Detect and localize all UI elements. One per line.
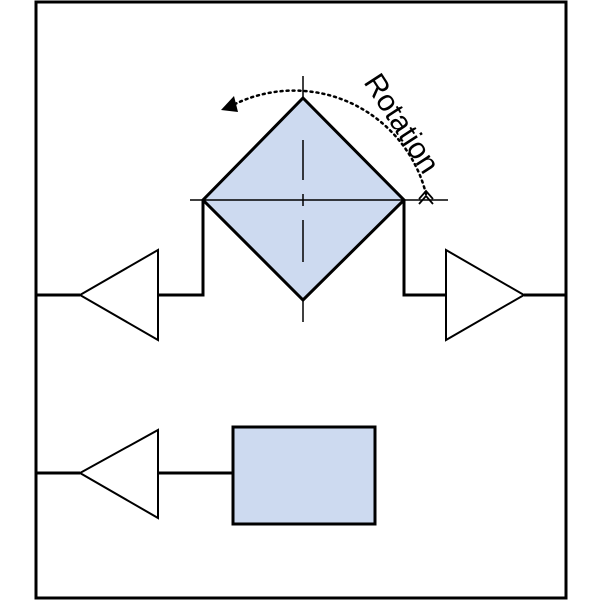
rotation-tail-chevron-icon-2	[418, 189, 434, 200]
rotation-tail-chevron-icon	[418, 194, 434, 205]
rotation-arrowhead-icon	[221, 96, 238, 112]
left-upper-triangle	[77, 248, 159, 342]
rotation-arc	[231, 89, 428, 196]
left-upper-wire	[158, 200, 205, 297]
right-triangle	[445, 248, 527, 342]
center-axes-overlay	[203, 140, 404, 262]
lower-triangle	[77, 428, 159, 520]
lower-rectangle-block	[231, 425, 377, 526]
right-wire	[402, 200, 446, 297]
